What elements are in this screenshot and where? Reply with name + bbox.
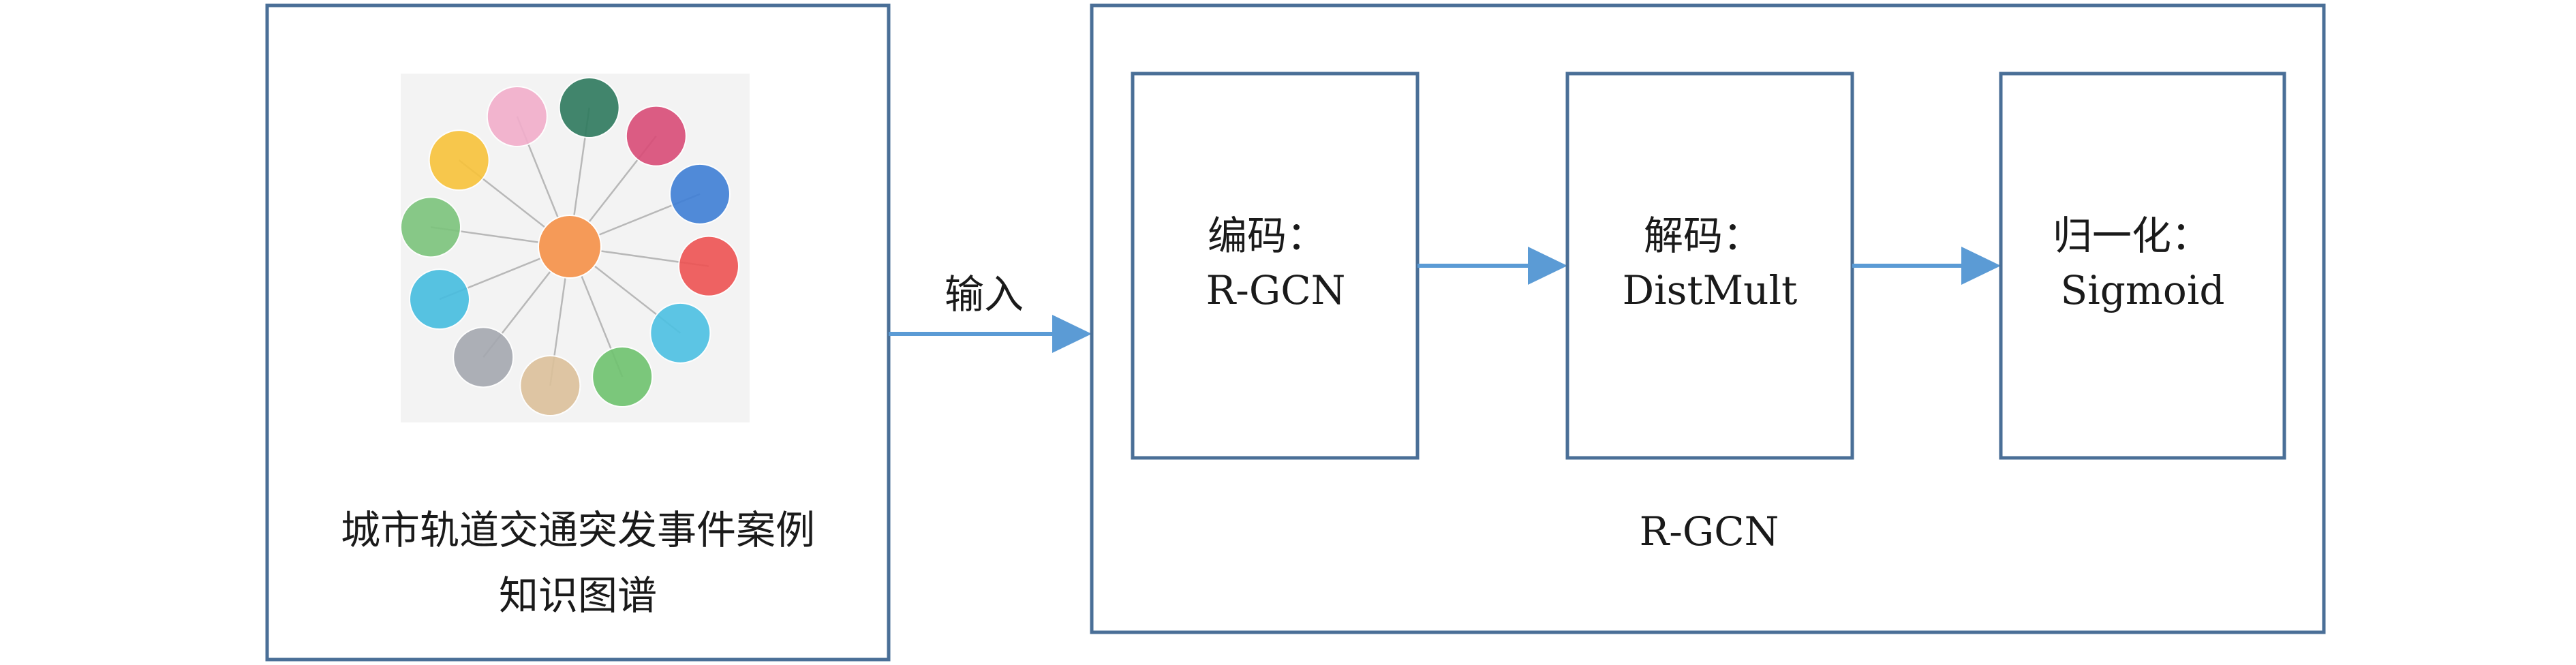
encoder-model: R-GCN [1206, 267, 1346, 313]
kg-node [669, 163, 731, 225]
normalization-label: 归一化： [2053, 213, 2211, 259]
kg-caption-line1: 城市轨道交通突发事件案例 [341, 507, 815, 553]
kg-node [558, 77, 620, 139]
decoder-to-normalization-arrow [1852, 247, 2001, 285]
decoder-label: 解码： [1644, 213, 1762, 259]
kg-node [677, 235, 739, 297]
kg-node [592, 345, 654, 407]
encoder-box [1131, 72, 1420, 460]
kg-node [649, 302, 711, 364]
encoder-to-decoder-arrow [1417, 247, 1567, 285]
kg-center-node [538, 215, 602, 279]
kg-node [400, 196, 462, 258]
rgcn-panel-title: R-GCN [1640, 508, 1779, 555]
normalization-box [1999, 72, 2286, 460]
kg-node [409, 268, 471, 330]
kg-node [486, 86, 548, 148]
kg-caption-line2: 知识图谱 [499, 572, 657, 619]
encoder-label: 编码： [1208, 213, 1326, 259]
decoder-box [1565, 72, 1854, 460]
kg-node [625, 105, 687, 167]
input-arrow [889, 315, 1092, 353]
input-arrow-label: 输入 [945, 271, 1024, 318]
decoder-model: DistMult [1623, 267, 1798, 313]
kg-node [428, 129, 490, 191]
kg-node [453, 326, 515, 388]
normalization-model: Sigmoid [2060, 267, 2224, 313]
kg-graph-image [400, 74, 750, 422]
kg-node [519, 354, 581, 416]
kg-graph-nodes [400, 77, 739, 416]
